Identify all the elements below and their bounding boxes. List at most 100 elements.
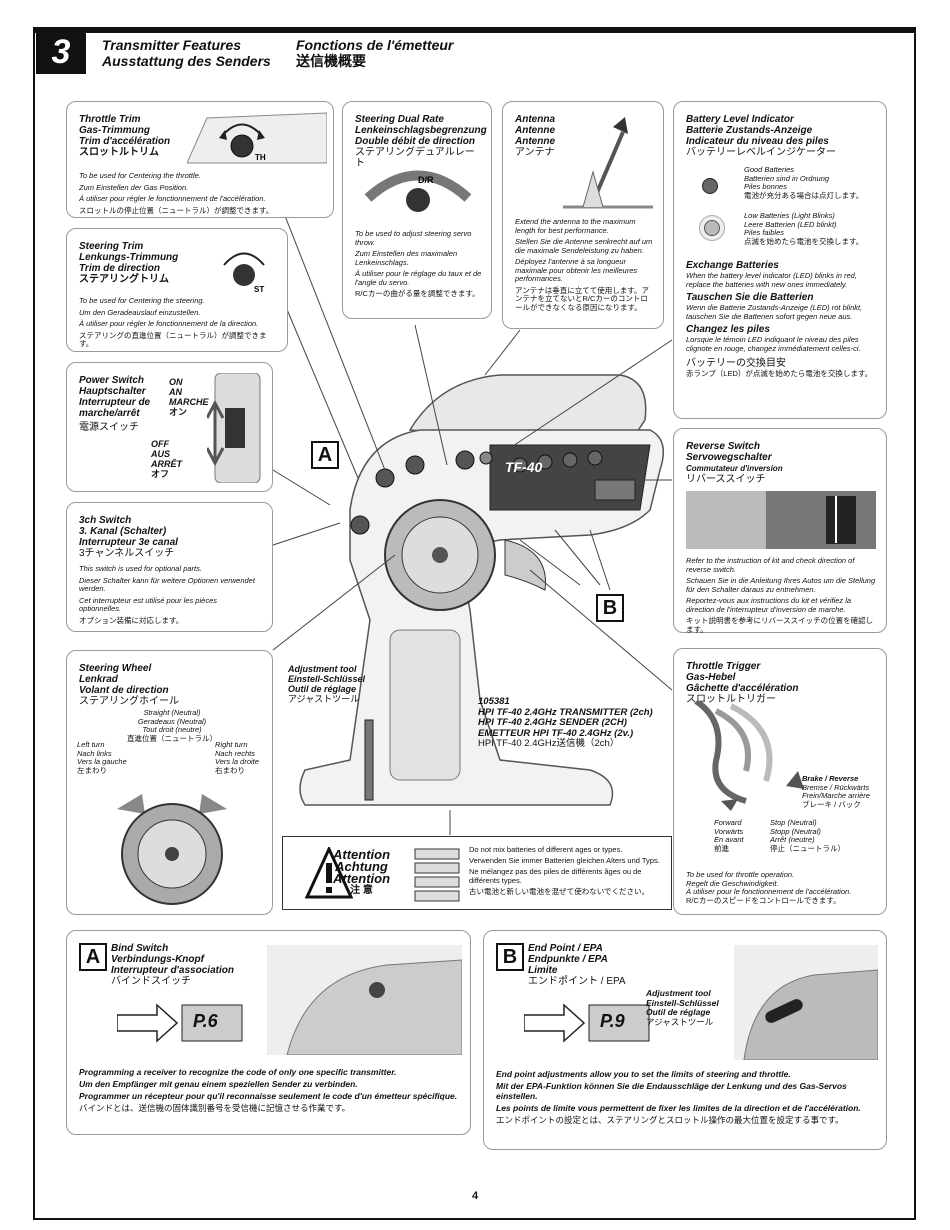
wheel-right-fr: Vers la droite <box>215 757 259 766</box>
ch3-body-jp: オプション装備に対応します。 <box>79 615 184 625</box>
attention-line-jp: 古い電池と新しい電池を混ぜて使わないでください。 <box>469 887 649 896</box>
trigger-forward-en: Forward <box>714 818 742 827</box>
steering-trim-title-de: Lenkungs-Trimmung <box>79 252 179 263</box>
page-number: 4 <box>471 1190 479 1202</box>
dual-rate-title-en: Steering Dual Rate <box>355 114 444 125</box>
attention-line-de: Verwenden Sie immer Batterien gleichen A… <box>469 856 660 865</box>
epa-tool-en: Adjustment tool <box>646 988 711 998</box>
bind-body-fr: Programmer un récepteur pour qu'il recon… <box>79 1091 458 1101</box>
throttle-trim-title-fr: Trim d'accélération <box>79 136 171 147</box>
ch3-title-jp: 3チャンネルスイッチ <box>79 548 175 559</box>
steering-trim-body-fr: À utiliser pour régler le fonctionnement… <box>79 319 259 328</box>
steering-trim-knob-label: ST <box>254 285 264 294</box>
ch3-body-en: This switch is used for optional parts. <box>79 564 202 573</box>
product-line-de: HPI TF-40 2.4GHz SENDER (2CH) <box>478 717 627 728</box>
power-title-de: Hauptschalter <box>79 386 146 397</box>
header-bar <box>33 27 916 33</box>
ch3-title-en: 3ch Switch <box>79 515 132 526</box>
bind-title-jp: バインドスイッチ <box>111 976 191 987</box>
bind-title-en: Bind Switch <box>111 943 169 954</box>
exchange-title: Exchange Batteries <box>686 260 779 271</box>
throttle-trim-knob-label: TH <box>255 153 266 162</box>
trigger-title-de: Gas-Hebel <box>686 672 736 683</box>
callout-b: B <box>596 594 624 622</box>
reverse-title-jp: リバーススイッチ <box>686 474 766 485</box>
wheel-straight-fr: Tout droit (neutre) <box>142 725 202 734</box>
dual-rate-body-fr: À utiliser pour le réglage du taux et de… <box>355 269 482 287</box>
trigger-title-en: Throttle Trigger <box>686 661 761 672</box>
reverse-title-en: Reverse Switch <box>686 441 760 452</box>
reverse-title-fr: Commutateur d'inversion <box>686 464 783 473</box>
wheel-right-en: Right turn <box>215 740 248 749</box>
low-led-icon <box>704 220 720 236</box>
steering-trim-knob-icon: ST <box>223 252 265 294</box>
power-off-de: AUS <box>151 449 171 459</box>
wheel-straight-en: Straight (Neutral) <box>143 708 201 717</box>
adjustment-tool-label: Adjustment tool Einstell-Schlüssel Outil… <box>288 664 365 704</box>
battery-low-de: Leere Batterien (LED blinkt) <box>744 219 837 229</box>
header-title-jp: 送信機概要 <box>296 53 366 69</box>
epa-page-ref: P.9 <box>600 1011 625 1031</box>
product-label: 105381 HPI TF-40 2.4GHz TRANSMITTER (2ch… <box>478 696 653 750</box>
reverse-body-fr: Reportez-vous aux instructions du kit et… <box>686 596 852 614</box>
trigger-stop-en: Stop (Neutral) <box>770 818 817 827</box>
trigger-stop-de: Stopp (Neutral) <box>770 826 821 836</box>
battery-good-fr: Piles bonnes <box>744 182 787 191</box>
dual-rate-body-de: Zum Einstellen des maximalen Lenkeinschl… <box>355 249 458 267</box>
epa-body-de: Mit der EPA-Funktion können Sie die Enda… <box>496 1081 847 1101</box>
trigger-title-fr: Gâchette d'accélération <box>686 683 799 694</box>
epa-page-ref-link[interactable]: P.9 <box>524 1003 654 1043</box>
epa-tool-photo <box>734 945 878 1060</box>
epa-tool-jp: アジャストツール <box>646 1016 714 1027</box>
trigger-body-jp: R/Cカーのスピードをコントロールできます。 <box>686 895 841 905</box>
ch3-switch-box: 3ch Switch 3. Kanal (Schalter) Interrupt… <box>66 502 273 632</box>
adj-tool-fr: Outil de réglage <box>288 684 357 694</box>
steering-wheel-box: Steering Wheel Lenkrad Volant de directi… <box>66 650 273 915</box>
throttle-trim-body-en: To be used for Centering the throttle. <box>79 171 201 180</box>
bind-page-ref-link[interactable]: P.6 <box>117 1003 247 1043</box>
bind-switch-box: A Bind Switch Verbindungs-Knopf Interrup… <box>66 930 471 1135</box>
attention-de: Achtung <box>335 859 388 874</box>
throttle-trim-box: Throttle Trim Gas-Trimmung Trim d'accélé… <box>66 101 334 218</box>
attention-line-fr: Ne mélangez pas des piles de différents … <box>469 867 642 885</box>
dual-rate-title-fr: Double débit de direction <box>355 136 476 147</box>
throttle-trim-title-en: Throttle Trim <box>79 114 141 125</box>
throttle-trim-title-jp: スロットルトリム <box>79 147 159 158</box>
wheel-right-de: Nach rechts <box>215 748 256 758</box>
battery-low-en: Low Batteries (Light Blinks) <box>744 211 835 220</box>
throttle-trim-body-jp: スロットルの停止位置（ニュートラル）が調整できます。 <box>79 205 274 215</box>
power-off-fr: ARRÊT <box>151 459 182 469</box>
ch3-title-de: 3. Kanal (Schalter) <box>79 526 167 537</box>
trigger-brake-jp: ブレーキ / バック <box>802 799 861 809</box>
epa-letter: B <box>496 943 524 971</box>
transmitter-illustration <box>299 374 665 806</box>
battery-low-fr: Piles faibles <box>744 228 785 237</box>
wheel-title-de: Lenkrad <box>79 674 118 685</box>
power-off-jp: オフ <box>151 469 170 479</box>
antenna-title-de: Antenne <box>515 125 555 136</box>
bind-switch-photo <box>267 945 462 1055</box>
header-title-en: Transmitter Features <box>102 37 242 53</box>
warning-icon <box>305 847 353 899</box>
power-off-en: OFF <box>151 439 169 449</box>
power-title-fr: Interrupteur de marche/arrêt <box>79 397 151 419</box>
throttle-trigger-icon <box>694 701 804 811</box>
steering-wheel-icon <box>117 794 227 905</box>
reverse-switch-icon <box>686 491 876 549</box>
wheel-left-de: Nach links <box>77 748 112 758</box>
power-on-fr: MARCHE <box>169 397 209 407</box>
power-switch-box: Power Switch Hauptschalter Interrupteur … <box>66 362 273 492</box>
battery-jp-title: バッテリーの交換目安 <box>686 358 786 369</box>
adj-tool-jp: アジャストツール <box>288 694 360 704</box>
dual-rate-body-jp: R/Cカーの曲がる量を調整できます。 <box>355 289 480 298</box>
bind-body-de: Um den Empfänger mit genau einem speziel… <box>79 1079 358 1089</box>
epa-body-jp: エンドポイントの設定とは、ステアリングとスロットル操作の最大位置を設定する事です… <box>496 1115 844 1125</box>
antenna-body-fr: Déployez l'antenne à sa longueur maximal… <box>515 257 638 283</box>
product-line-fr: EMETTEUR HPI TF-40 2.4GHz (2v.) <box>478 727 634 739</box>
section-number: 3 <box>36 30 86 74</box>
header-title-de: Ausstattung des Senders <box>102 53 271 69</box>
adj-tool-de: Einstell-Schlüssel <box>288 674 366 684</box>
wheel-left-fr: Vers la gauche <box>77 757 127 766</box>
trigger-brake-fr: Frein/Marche arrière <box>802 791 870 800</box>
